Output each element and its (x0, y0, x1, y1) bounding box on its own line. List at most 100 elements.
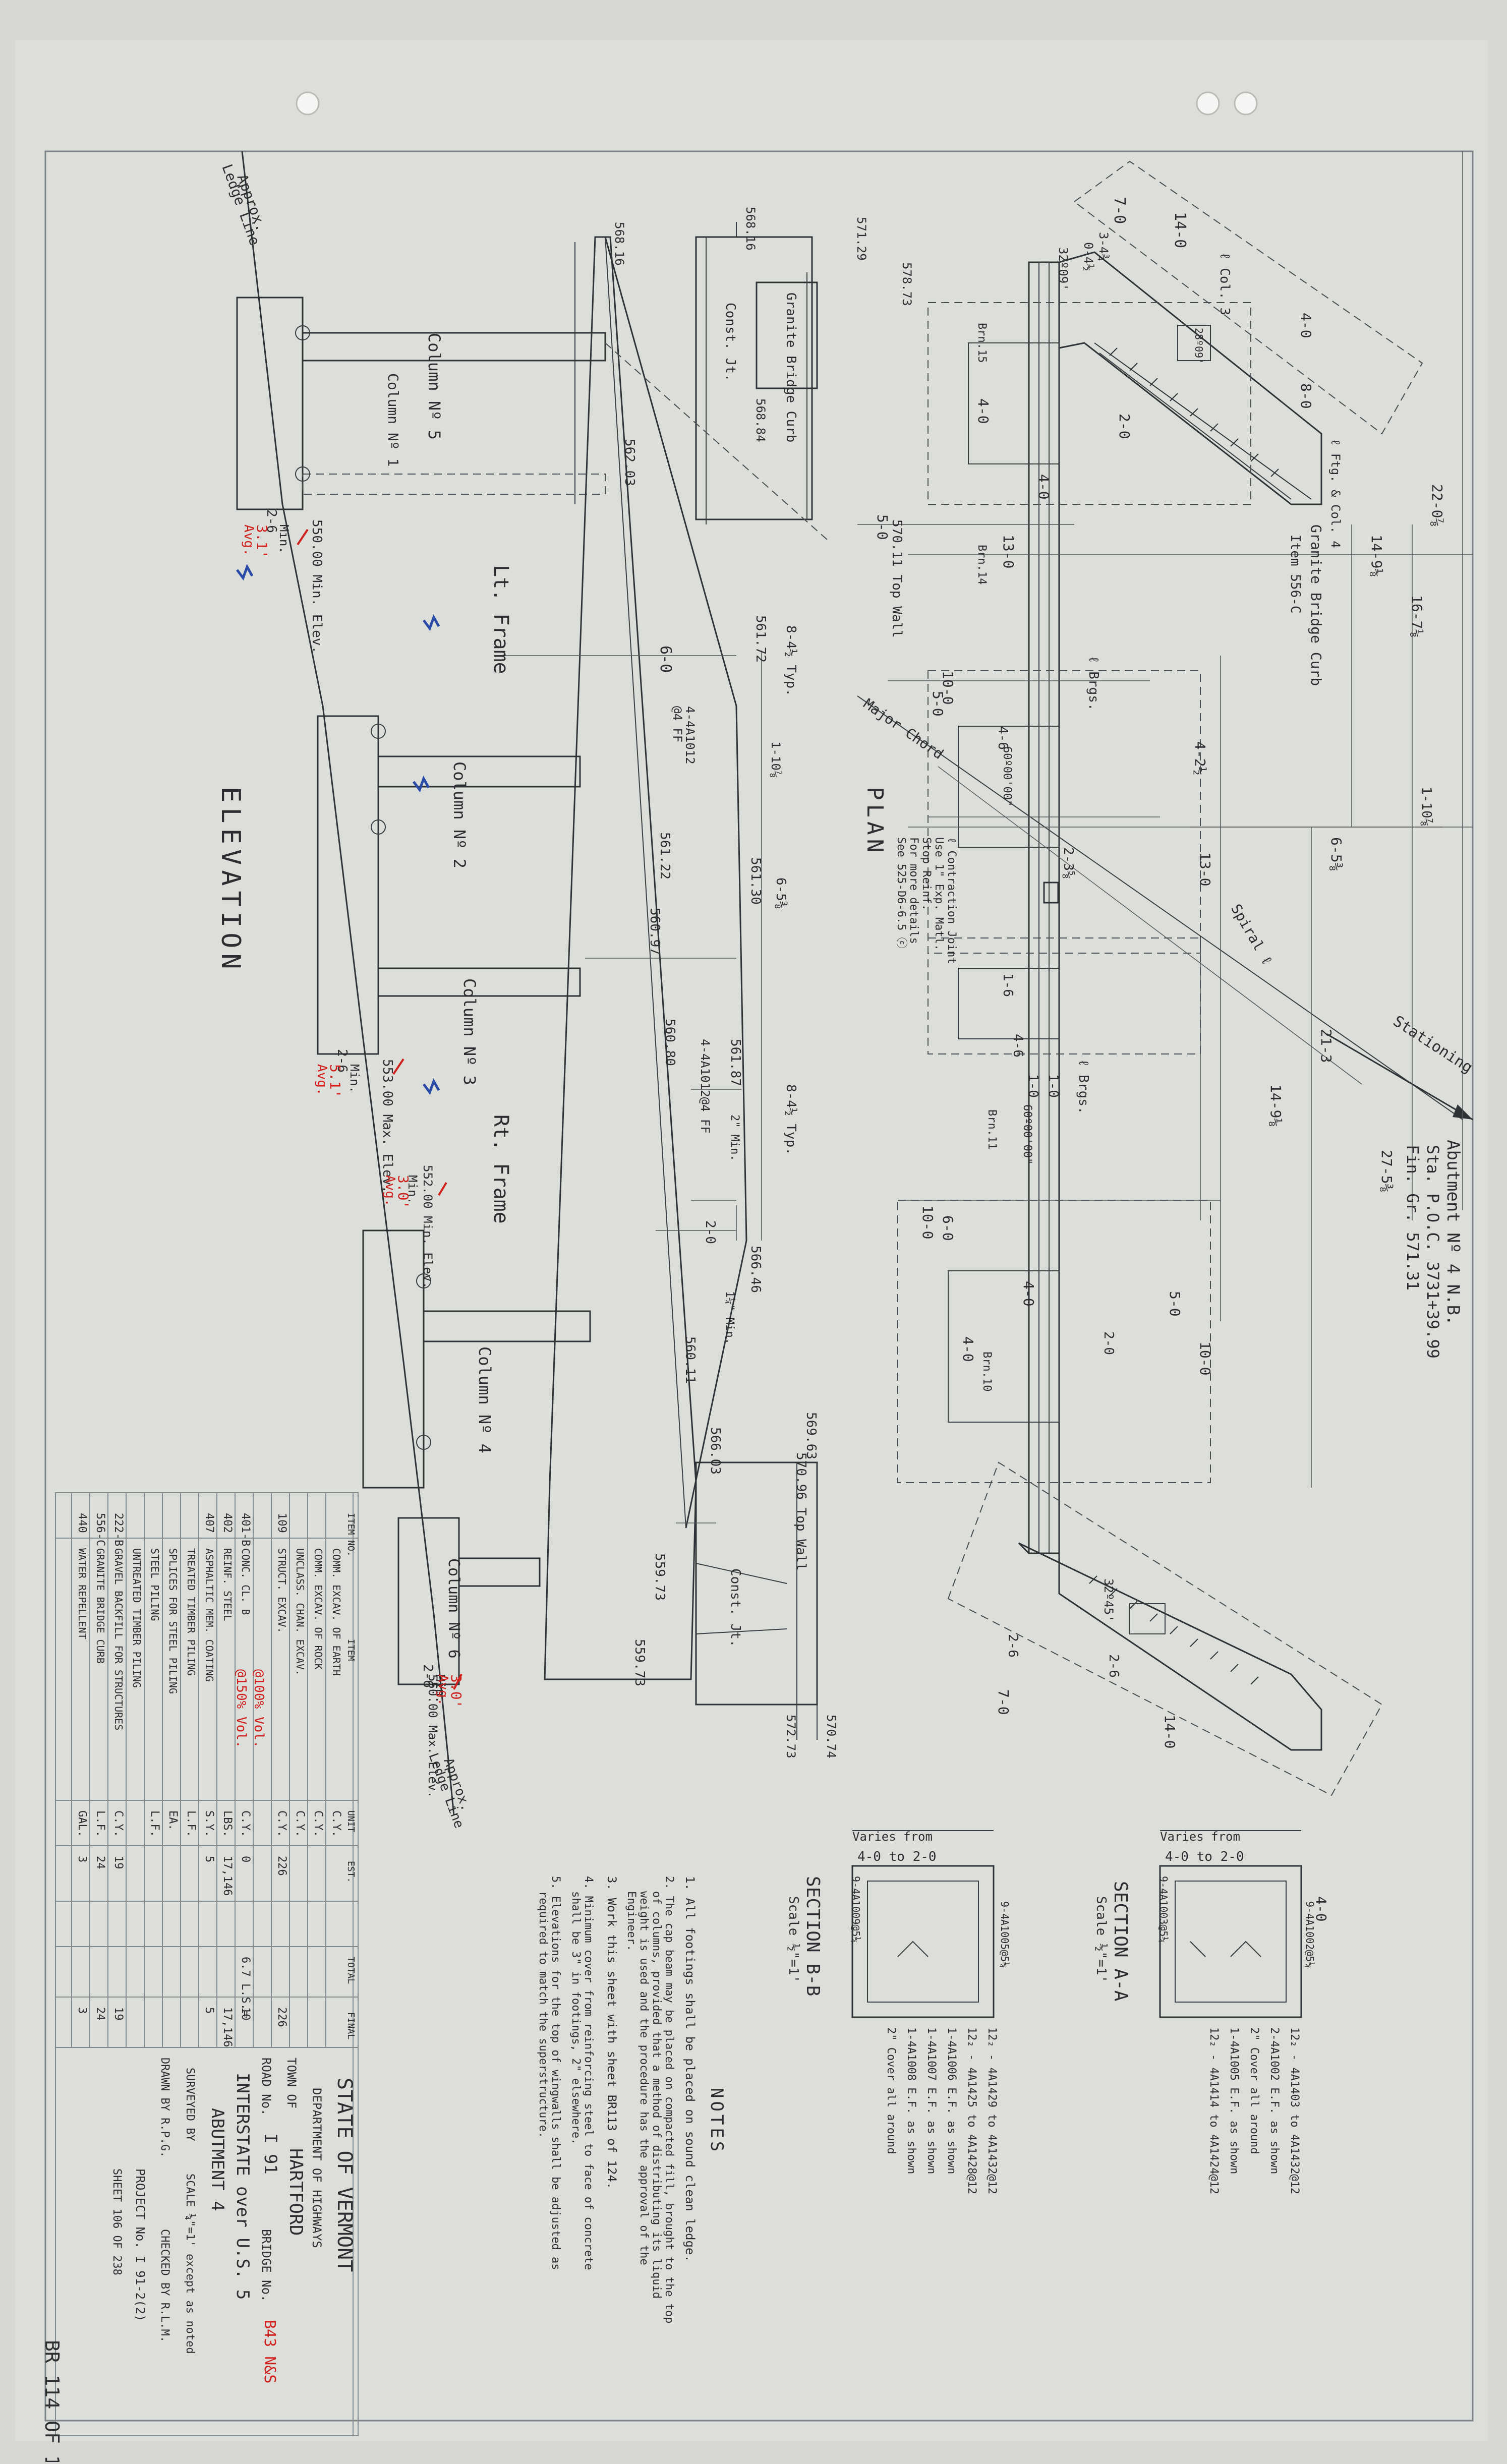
table-header: ITEM (345, 1639, 356, 1661)
notes: NOTES 1. All footings shall be placed on… (537, 1876, 727, 2323)
elev-label: 568.16 (612, 222, 626, 266)
elev-label: 560.11 (682, 1336, 698, 1384)
section-label: 4-0 (1313, 1896, 1329, 1922)
column-2 (377, 755, 581, 788)
footing-col2-col3 (317, 715, 379, 1055)
table-cell-unit: LBS. (221, 1810, 234, 1837)
table-cell-final: 10 (239, 2007, 252, 2021)
footing-col5-col1 (236, 297, 304, 510)
note-line: 2. The cap beam may be placed on compact… (663, 1876, 675, 2323)
blue-check-icon (423, 1078, 440, 1095)
table-cell-item: COMM. EXCAV. OF EARTH (330, 1548, 342, 1676)
table-cell-unit: L.F. (148, 1810, 161, 1837)
red-depth-mark: Avg. (382, 1175, 397, 1207)
top-wingwall-elev (695, 236, 813, 520)
abutment-station: Sta. P.O.C. 3731+39.99 (1423, 1145, 1442, 1359)
dim-label: 13-0 (1000, 535, 1017, 568)
footing-col4 (362, 1229, 425, 1489)
title-block: STATE OF VERMONT DEPARTMENT OF HIGHWAYS … (55, 2047, 359, 2436)
section-callout: 2-4A1002 E.F. as shown (1268, 2027, 1281, 2174)
dim-label: 2-6 (1106, 1654, 1121, 1678)
dim-label: 4-6 (995, 726, 1010, 750)
red-markup: 3.1' Avg. 5.1' Avg. 3.0' Avg. 3.0' Avg. (236, 524, 465, 1708)
column-label: Column Nº 5 (425, 333, 444, 440)
elev-label: 568.84 (754, 398, 768, 442)
note-line: 5. Elevations for the top of wingwalls s… (549, 1876, 562, 2270)
table-cell-unit: S.Y. (203, 1810, 215, 1837)
elev-label: 566.46 (748, 1246, 763, 1293)
dim-label: 2-6 (1005, 1634, 1020, 1658)
table-cell-no: 440 (76, 1513, 88, 1533)
dim-label: ℓ Ftg. & Col. 4 (1328, 439, 1343, 548)
dim-label: 7-0 (995, 1689, 1012, 1715)
note-line: 4. Minimum cover from reinforcing steel … (582, 1876, 595, 2270)
dim-label: 5-0 (930, 691, 946, 717)
elev-label: 561.30 (748, 857, 763, 905)
table-cell-item: GRANITE BRIDGE CURB (94, 1548, 106, 1664)
frame-label: Rt. Frame (489, 1114, 512, 1224)
contraction-note: See 525-D6-6.5 ⓒ (895, 837, 907, 949)
section-label: 9-4A1002@5¼ (1304, 1901, 1316, 1968)
elevation-title: ELEVATION (215, 787, 246, 974)
note-line: of columns, provided that a method of di… (650, 1891, 663, 2299)
elev-label: 553.00 Max. Elev. (380, 1059, 395, 1193)
table-cell-no: 401-B (239, 1513, 252, 1546)
dim-label: 8-4½ Typ. (783, 625, 798, 696)
dim-label: 7-0 (1111, 197, 1128, 224)
elev-label: 559.73 (632, 1639, 647, 1686)
table-cell-unit: C.Y. (312, 1810, 324, 1837)
note-line: shall be 3" in footings, 2" elsewhere. (569, 1891, 582, 2145)
note-line: Engineer. (625, 1891, 637, 1951)
dim-label: 27-5⅜ (1378, 1150, 1395, 1192)
dim-label: 5-0 (1167, 1291, 1183, 1317)
section-label: 4-0 to 2-0 (857, 1849, 937, 1864)
column-4 (423, 1310, 591, 1342)
rebar-label: 4-4A1012 (683, 706, 697, 765)
dim-label: Brn.11 (986, 1109, 998, 1149)
table-header: ITEM NO. (345, 1513, 356, 1557)
section-callout: 2" Cover all around (885, 2027, 897, 2154)
top-wall-label: 570.11 Top Wall (889, 519, 904, 638)
contraction-note: Stop Reinf. (920, 837, 933, 911)
table-cell-final: 5 (203, 2007, 215, 2014)
table-cell-est: 226 (275, 1856, 288, 1876)
note-line: 1. All footings shall be placed on sound… (683, 1876, 697, 2262)
dim-label: 4-0 (1035, 474, 1052, 500)
title-field: SHEET 106 OF 238 (110, 2168, 123, 2275)
elevation-view: ELEVATION Lt. Frame Rt. Frame Column Nº … (215, 151, 914, 1831)
rebar-label: @4 FF (670, 706, 684, 742)
abutment-grade: Fin. Gr. 571.31 (1403, 1145, 1422, 1290)
notes-title: NOTES (707, 2088, 727, 2154)
section-callout: 1-4A1007 E.F. as shown (925, 2027, 938, 2174)
table-cell-est: 5 (203, 1856, 215, 1862)
section-b-box (851, 1865, 995, 2018)
title-field: DRAWN BY R.P.G. (158, 2058, 171, 2158)
table-cell-unit: L.F. (94, 1810, 106, 1837)
dim-label: 60º00'00" (1001, 746, 1013, 806)
table-cell-est: 19 (112, 1856, 125, 1869)
elev-label: 566.03 (708, 1427, 723, 1475)
curb-label: Granite Bridge Curb (783, 292, 798, 442)
dim-label: 2-6 (334, 1049, 350, 1073)
bearing-centerline: ℓ Brgs. (1076, 1059, 1091, 1114)
table-cell-est: 3 (76, 1856, 88, 1862)
table-cell-final: 226 (275, 2007, 288, 2027)
dim-label: 1¼" Min. (723, 1291, 736, 1344)
title-desc: INTERSTATE over U.S. 5 (233, 2073, 253, 2300)
section-callout: 2" Cover all around (1248, 2027, 1260, 2154)
elev-label: 578.73 (900, 262, 914, 306)
elev-label: 560.97 (647, 908, 662, 955)
table-cell-final: 24 (94, 2007, 106, 2021)
title-desc: ABUTMENT 4 (207, 2108, 227, 2211)
dim-label: 4-0 (1020, 1281, 1037, 1307)
dim-label: Min. (405, 1175, 420, 1204)
table-cell-item: STEEL PILING (149, 1548, 161, 1621)
section-callout: 12₂ - 4A1425 to 4A1428@12 (965, 2027, 978, 2194)
column-5 (302, 332, 606, 362)
wingwall-hatch-top (1109, 347, 1279, 477)
elev-label: 561.87 (728, 1039, 743, 1086)
elev-label: 561.22 (657, 832, 672, 879)
plan-title: PLAN (862, 787, 888, 856)
table-cell-no: 556-C (94, 1513, 106, 1546)
dim-label: Brn.14 (975, 545, 988, 584)
